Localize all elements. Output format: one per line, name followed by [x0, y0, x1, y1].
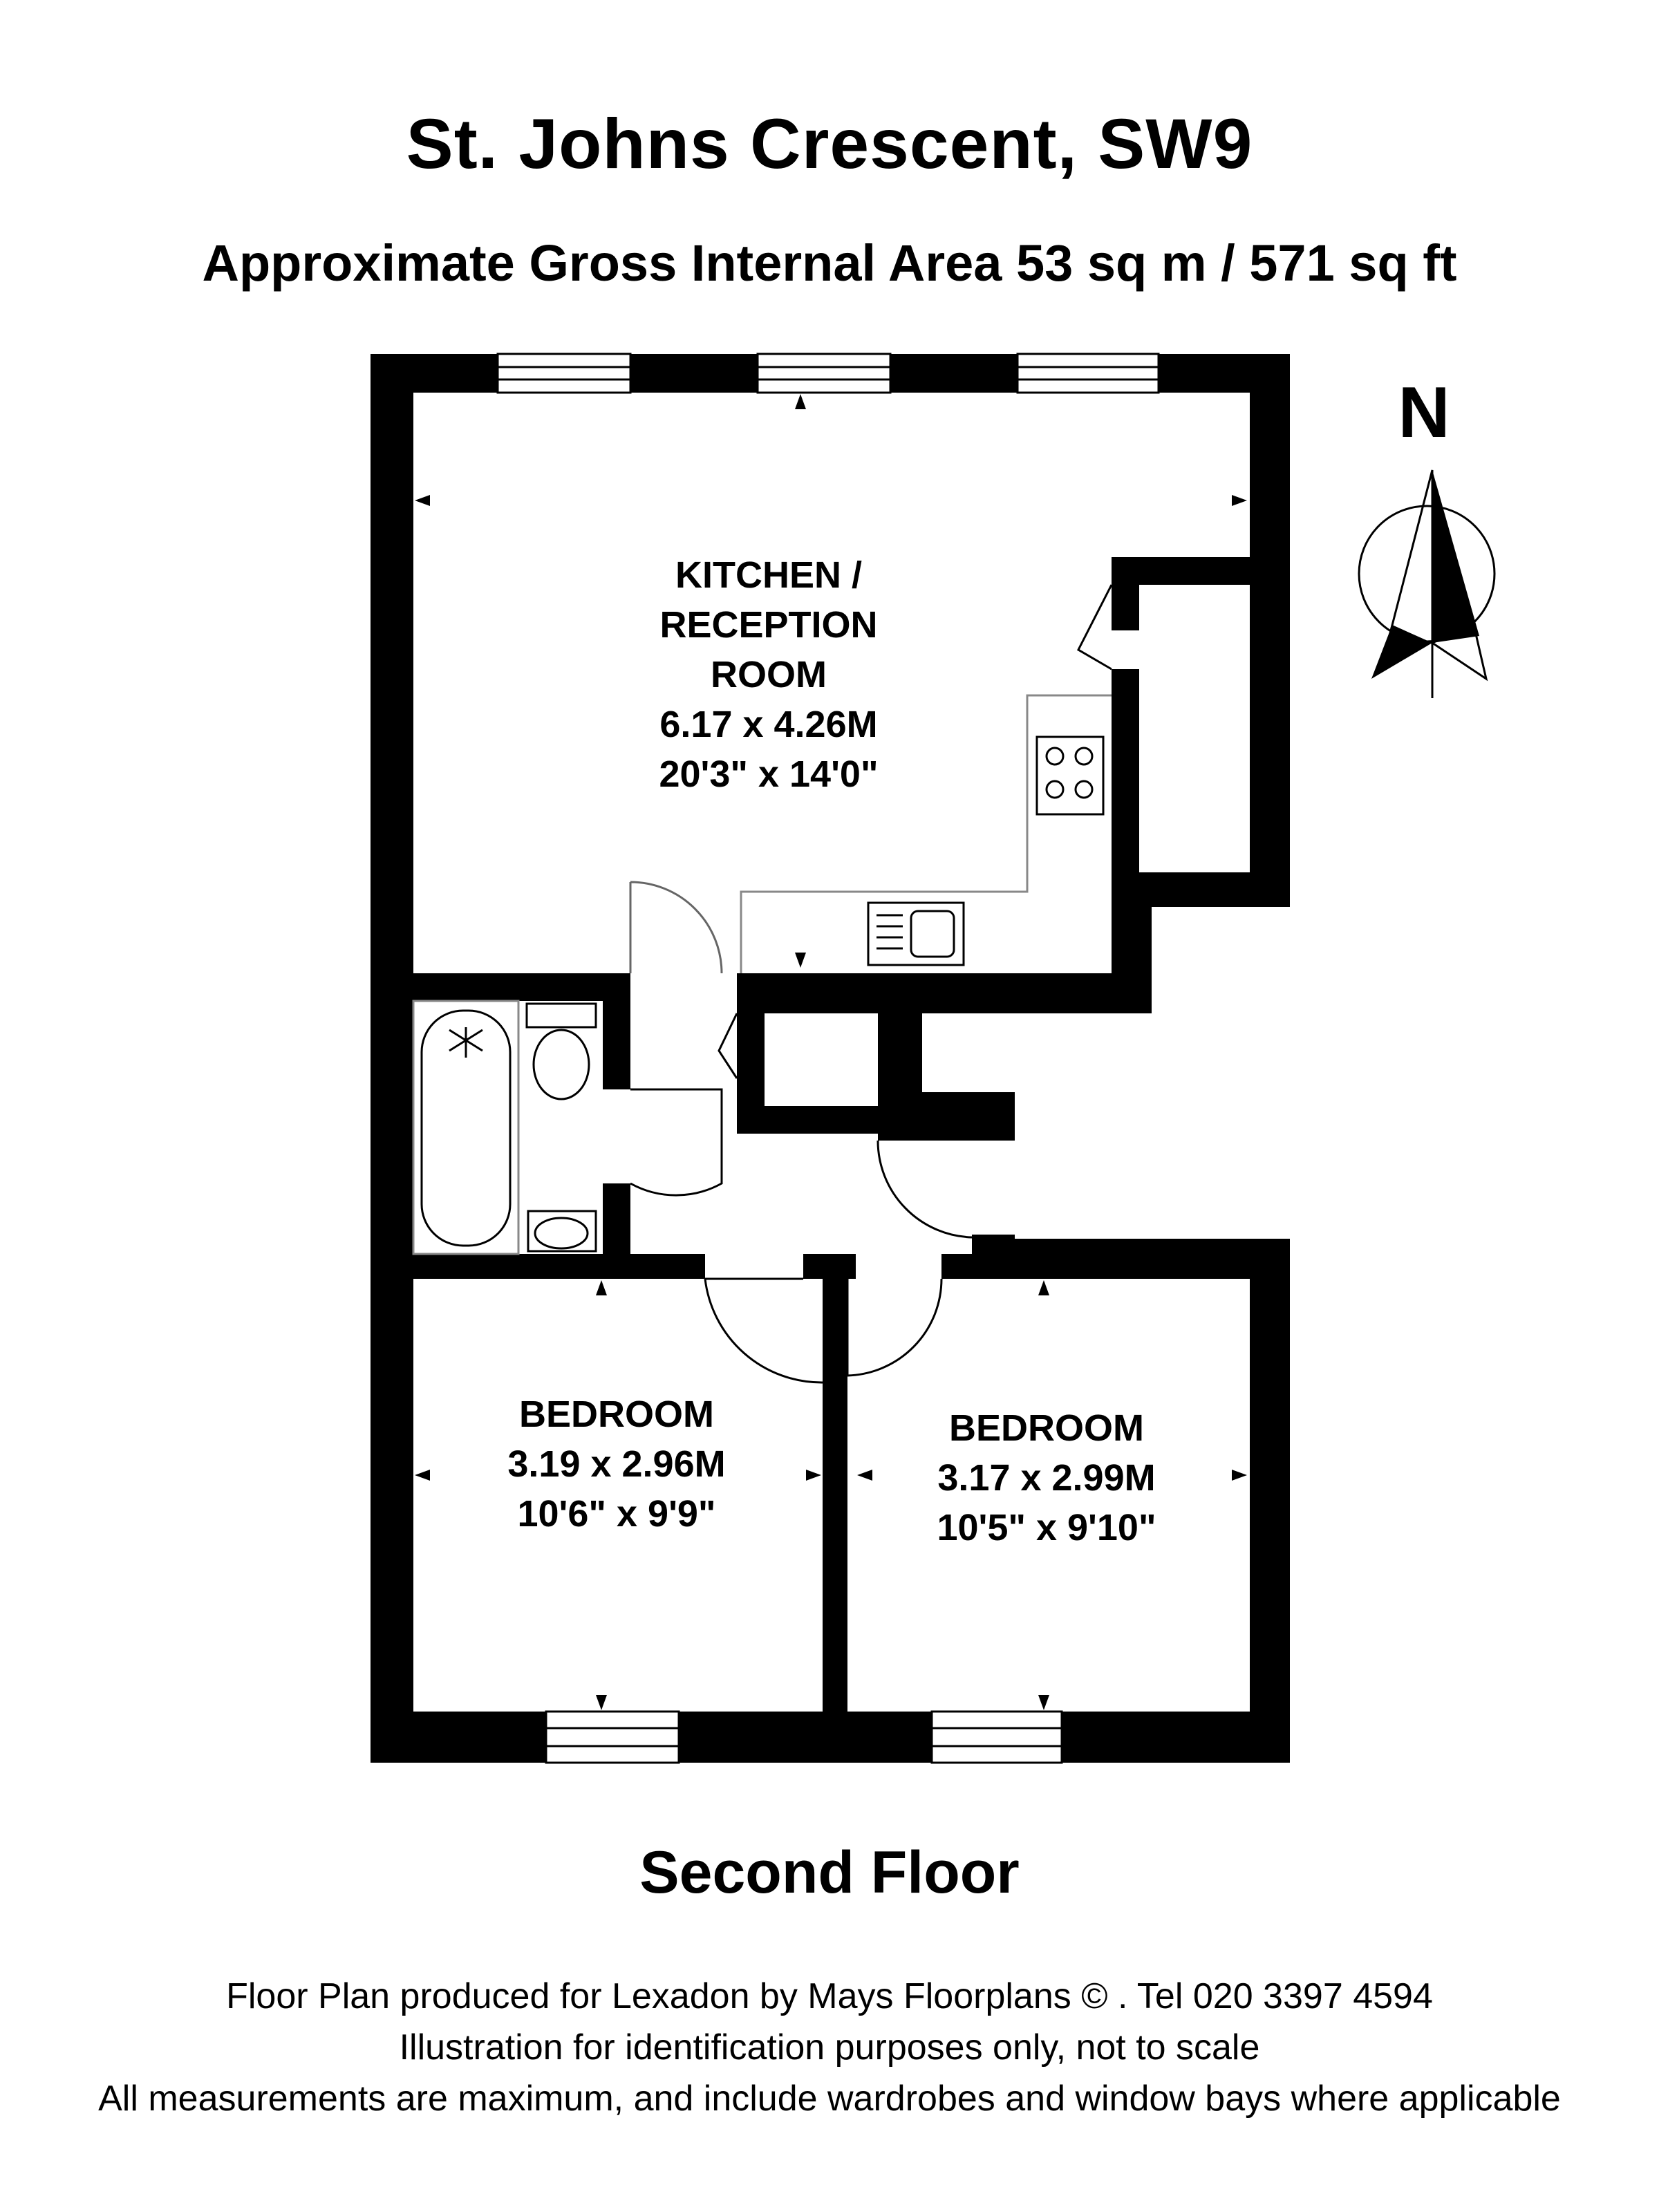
footer-disclaimer: Illustration for identification purposes…: [399, 2027, 1260, 2068]
door-swing: [877, 1140, 973, 1239]
hob: [1035, 735, 1105, 816]
kitchen-label-line1: KITCHEN /: [675, 554, 862, 596]
door-swing: [846, 1278, 943, 1377]
wall-segment: [838, 1254, 856, 1279]
window: [756, 353, 892, 394]
wall-segment: [371, 1254, 705, 1279]
washbasin: [527, 1210, 597, 1253]
compass-north-label: N: [1398, 373, 1450, 453]
bedroom-left-name: BEDROOM: [519, 1394, 714, 1435]
wall-segment: [679, 1712, 932, 1763]
door-swing: [1077, 584, 1113, 671]
wall-segment: [603, 973, 630, 1089]
dimension-markers: [415, 394, 1247, 1710]
wall-segment: [1112, 872, 1290, 907]
door-swing: [704, 1277, 823, 1384]
windows: [496, 353, 1160, 1764]
wall-segment: [371, 1712, 546, 1763]
compass-icon: N: [1358, 373, 1496, 698]
door-swing: [630, 1088, 723, 1197]
bedroom-right-dimensions-imperial: 10'5" x 9'10": [937, 1507, 1156, 1548]
room-bedroom-left: BEDROOM 3.19 x 2.96M 10'6" x 9'9": [507, 1394, 725, 1535]
kitchen-dimensions-metric: 6.17 x 4.26M: [659, 704, 877, 745]
kitchen-counter: [740, 694, 1112, 973]
footer-credit: Floor Plan produced for Lexadon by Mays …: [226, 1976, 1433, 2016]
wall-segment: [1062, 1712, 1290, 1763]
gross-internal-area: Approximate Gross Internal Area 53 sq m …: [202, 234, 1457, 292]
bedroom-left-dimensions-metric: 3.19 x 2.96M: [507, 1443, 725, 1485]
kitchen-dimensions-imperial: 20'3" x 14'0": [659, 753, 878, 795]
wall-segment: [890, 354, 1018, 393]
toilet-cistern: [525, 1002, 597, 1029]
wall-segment: [1250, 1239, 1290, 1763]
walls: [371, 354, 1290, 1763]
wall-segment: [630, 354, 758, 393]
wall-segment: [1112, 907, 1152, 975]
window: [930, 1710, 1063, 1764]
room-bedroom-right: BEDROOM 3.17 x 2.99M 10'5" x 9'10": [937, 1407, 1156, 1548]
kitchen-label-line2: RECEPTION: [659, 604, 877, 646]
footer-measurements-note: All measurements are maximum, and includ…: [98, 2079, 1561, 2119]
wall-segment: [1009, 1239, 1290, 1264]
wall-segment: [1112, 557, 1139, 630]
room-kitchen-reception: KITCHEN / RECEPTION ROOM 6.17 x 4.26M 20…: [659, 554, 878, 795]
sink: [867, 901, 965, 966]
bathroom-fixtures: [412, 1000, 597, 1255]
wall-segment: [371, 354, 413, 1763]
door-swing: [718, 1013, 738, 1079]
property-title: St. Johns Crescent, SW9: [406, 104, 1253, 183]
doors: [629, 584, 1113, 1384]
toilet-bowl: [532, 1029, 590, 1100]
window: [545, 1710, 680, 1764]
wall-segment: [973, 1092, 1015, 1141]
wall-segment: [823, 1254, 847, 1712]
bedroom-right-name: BEDROOM: [949, 1407, 1144, 1449]
window: [496, 353, 632, 394]
wall-segment: [371, 973, 630, 1001]
bathtub: [412, 1000, 520, 1255]
wall-segment: [1250, 354, 1290, 907]
wall-segment: [737, 973, 1152, 1013]
wall-segment: [878, 973, 922, 1095]
floor-label: Second Floor: [639, 1839, 1020, 1906]
wall-segment: [603, 1183, 630, 1264]
wall-segment: [972, 1235, 1015, 1262]
door-swing: [629, 881, 723, 974]
window: [1016, 353, 1160, 394]
bedroom-right-dimensions-metric: 3.17 x 2.99M: [937, 1457, 1155, 1499]
kitchen-label-line3: ROOM: [711, 654, 827, 695]
bedroom-left-dimensions-imperial: 10'6" x 9'9": [517, 1493, 715, 1535]
